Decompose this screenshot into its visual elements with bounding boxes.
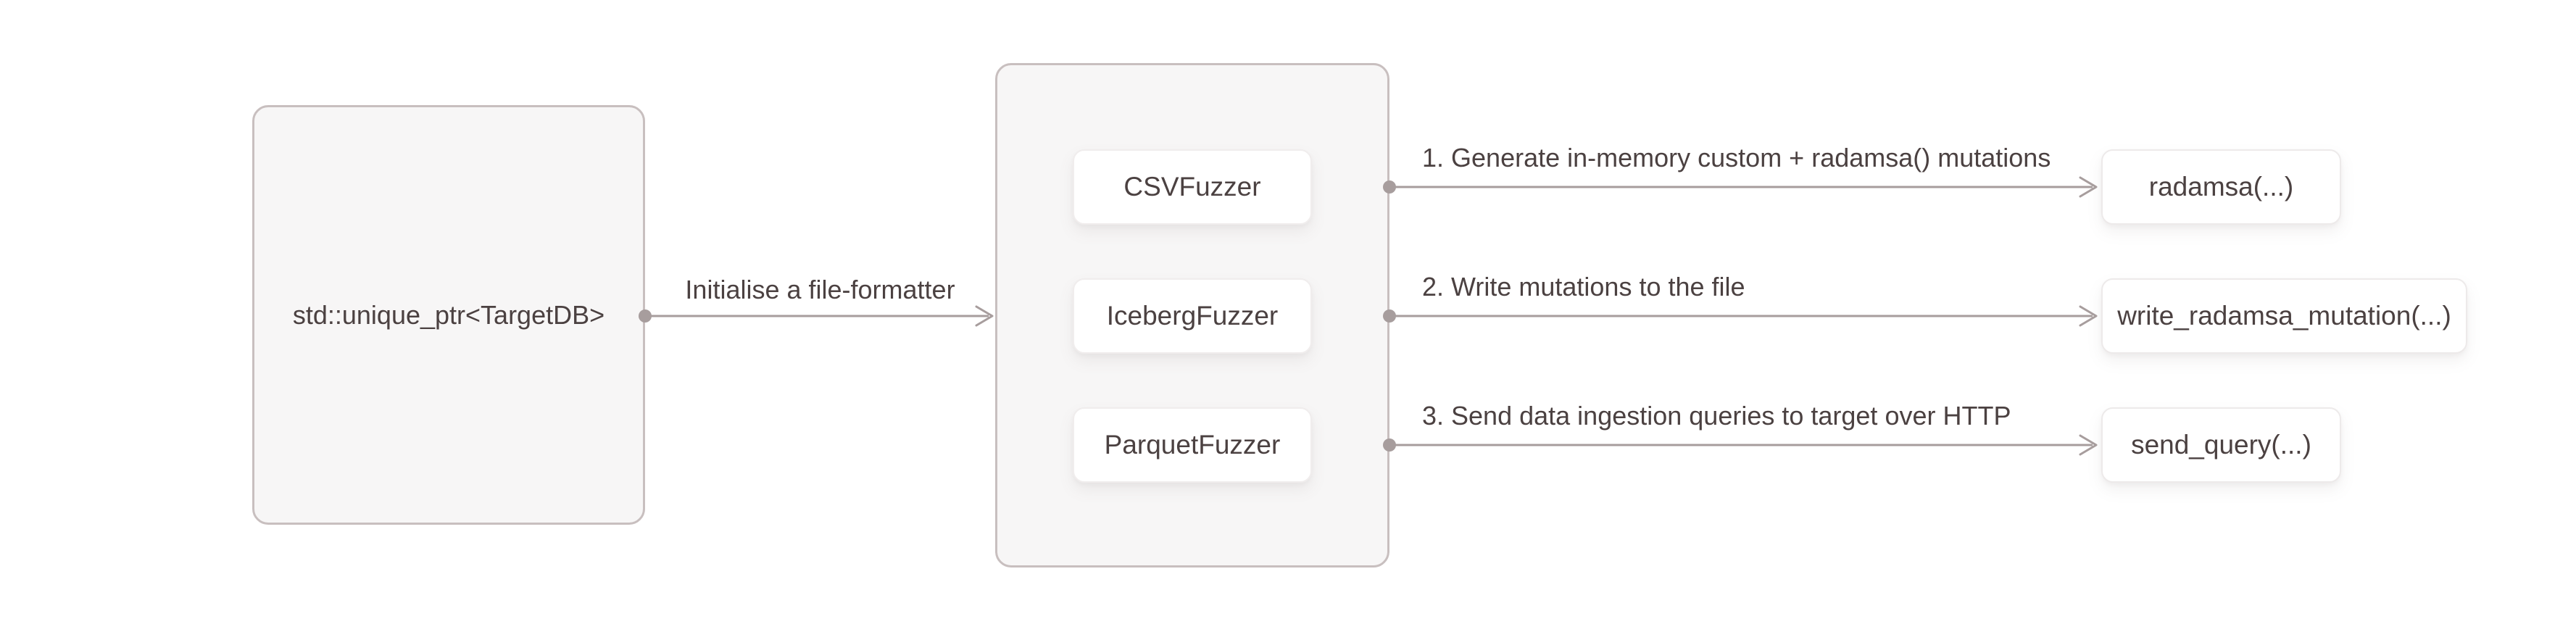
edge-label-initialise-file-formatter: Initialise a file-formatter — [685, 275, 955, 304]
connector-step-3-arrowhead-icon — [2079, 434, 2098, 456]
fuzzer-card-parquet-label: ParquetFuzzer — [1104, 430, 1281, 460]
fuzzer-card-parquet: ParquetFuzzer — [1073, 407, 1312, 483]
edge-label-step-3: 3. Send data ingestion queries to target… — [1422, 401, 2011, 431]
fuzzer-card-iceberg: IcebergFuzzer — [1073, 278, 1312, 354]
fuzzer-card-iceberg-label: IcebergFuzzer — [1106, 301, 1279, 330]
edge-label-step-2: 2. Write mutations to the file — [1422, 272, 1745, 302]
fuzzer-card-csv-label: CSVFuzzer — [1123, 172, 1261, 201]
function-card-send-query: send_query(...) — [2101, 407, 2341, 483]
function-card-radamsa: radamsa(...) — [2101, 149, 2341, 225]
function-card-send-query-label: send_query(...) — [2131, 430, 2311, 460]
fuzzer-card-csv: CSVFuzzer — [1073, 149, 1312, 225]
function-card-radamsa-label: radamsa(...) — [2148, 172, 2294, 201]
function-card-write-radamsa-mutation-label: write_radamsa_mutation(...) — [2117, 301, 2451, 330]
connector-step-1-arrowhead-icon — [2079, 176, 2098, 198]
source-box-target-db: std::unique_ptr<TargetDB> — [252, 105, 645, 525]
function-card-write-radamsa-mutation: write_radamsa_mutation(...) — [2101, 278, 2467, 354]
connector-step-2-arrowhead-icon — [2079, 305, 2098, 327]
source-box-label: std::unique_ptr<TargetDB> — [292, 299, 605, 330]
edge-label-step-1: 1. Generate in-memory custom + radamsa()… — [1422, 143, 2051, 172]
connector-init-arrowhead-icon — [975, 305, 994, 327]
